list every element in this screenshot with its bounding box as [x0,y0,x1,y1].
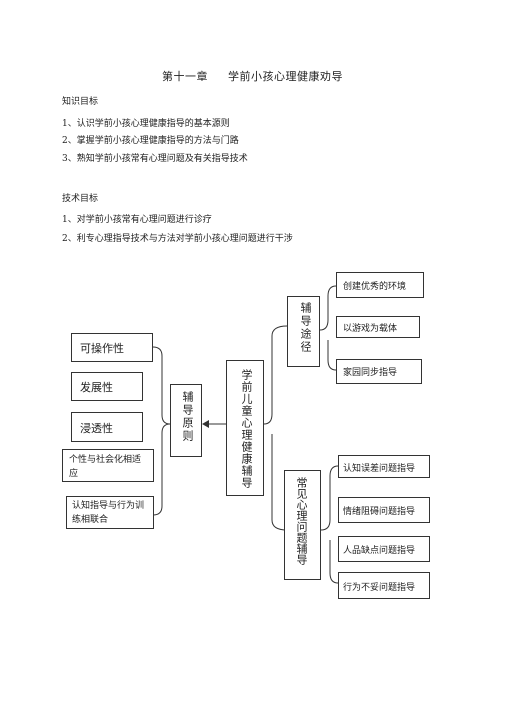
principle-label: 认知指导与行为训练相联合 [72,501,145,525]
problem-label: 人品缺点问题指导 [343,546,416,556]
principle-label: 浸透性 [80,422,113,435]
approach-label: 家园同步指导 [343,368,398,378]
principles-node-label: 辅导原则 [181,391,194,443]
approaches-bracket [319,285,337,371]
knowledge-item: 2、掌握学前小孩心理健康指导的方法与门路 [62,136,239,146]
page-title: 第十一章 学前小孩心理健康劝导 [0,68,505,84]
problem-box: 人品缺点问题指导 [338,536,430,562]
problem-label: 情绪阻碍问题指导 [343,507,416,517]
center-node-label: 学前儿童心理健康辅导 [240,369,253,489]
principle-label: 发展性 [80,381,113,394]
center-node: 学前儿童心理健康辅导 [226,360,264,496]
approaches-node-label: 辅导途径 [299,302,312,354]
skill-item: 1、对学前小孩常有心理问题进行诊疗 [62,215,212,225]
principle-box: 发展性 [71,372,143,401]
skill-item: 2、利专心理指导技术与方法对学前小孩心理问题进行干涉 [62,234,293,244]
approach-label: 创建优秀的环境 [343,282,407,292]
chapter-name: 学前小孩心理健康劝导 [228,70,343,83]
problem-box: 情绪阻碍问题指导 [338,497,430,523]
principle-box: 个性与社会化相适应 [62,449,154,482]
skill-heading: 技术目标 [62,194,99,204]
principle-label: 个性与社会化相适应 [69,455,142,479]
principles-node: 辅导原则 [170,384,202,457]
problem-box: 认知误差问题指导 [338,455,430,478]
problems-node: 常见心理问题辅导 [284,470,321,580]
approach-box: 家园同步指导 [336,359,422,384]
problem-label: 行为不妥问题指导 [343,583,416,593]
approaches-node: 辅导途径 [287,296,320,367]
problems-bracket [320,465,339,584]
principle-box: 可操作性 [71,333,153,362]
approach-label: 以游戏为载体 [343,324,398,334]
approach-box: 创建优秀的环境 [336,272,424,298]
problem-box: 行为不妥问题指导 [338,572,430,599]
principle-box: 浸透性 [71,412,143,442]
problems-node-label: 常见心理问题辅导 [295,477,308,565]
principle-box: 认知指导与行为训练相联合 [66,496,154,529]
chapter-number: 第十一章 [162,70,208,83]
knowledge-heading: 知识目标 [62,97,99,107]
principles-bracket [152,346,171,516]
approach-box: 以游戏为载体 [336,316,420,338]
knowledge-item: 1、认识学前小孩心理健康指导的基本源则 [62,119,230,129]
knowledge-item: 3、熟知学前小孩常有心理问题及有关指导技术 [62,154,248,164]
center-arrow-head [202,420,209,428]
problem-label: 认知误差问题指导 [343,464,416,474]
principle-label: 可操作性 [80,342,124,355]
